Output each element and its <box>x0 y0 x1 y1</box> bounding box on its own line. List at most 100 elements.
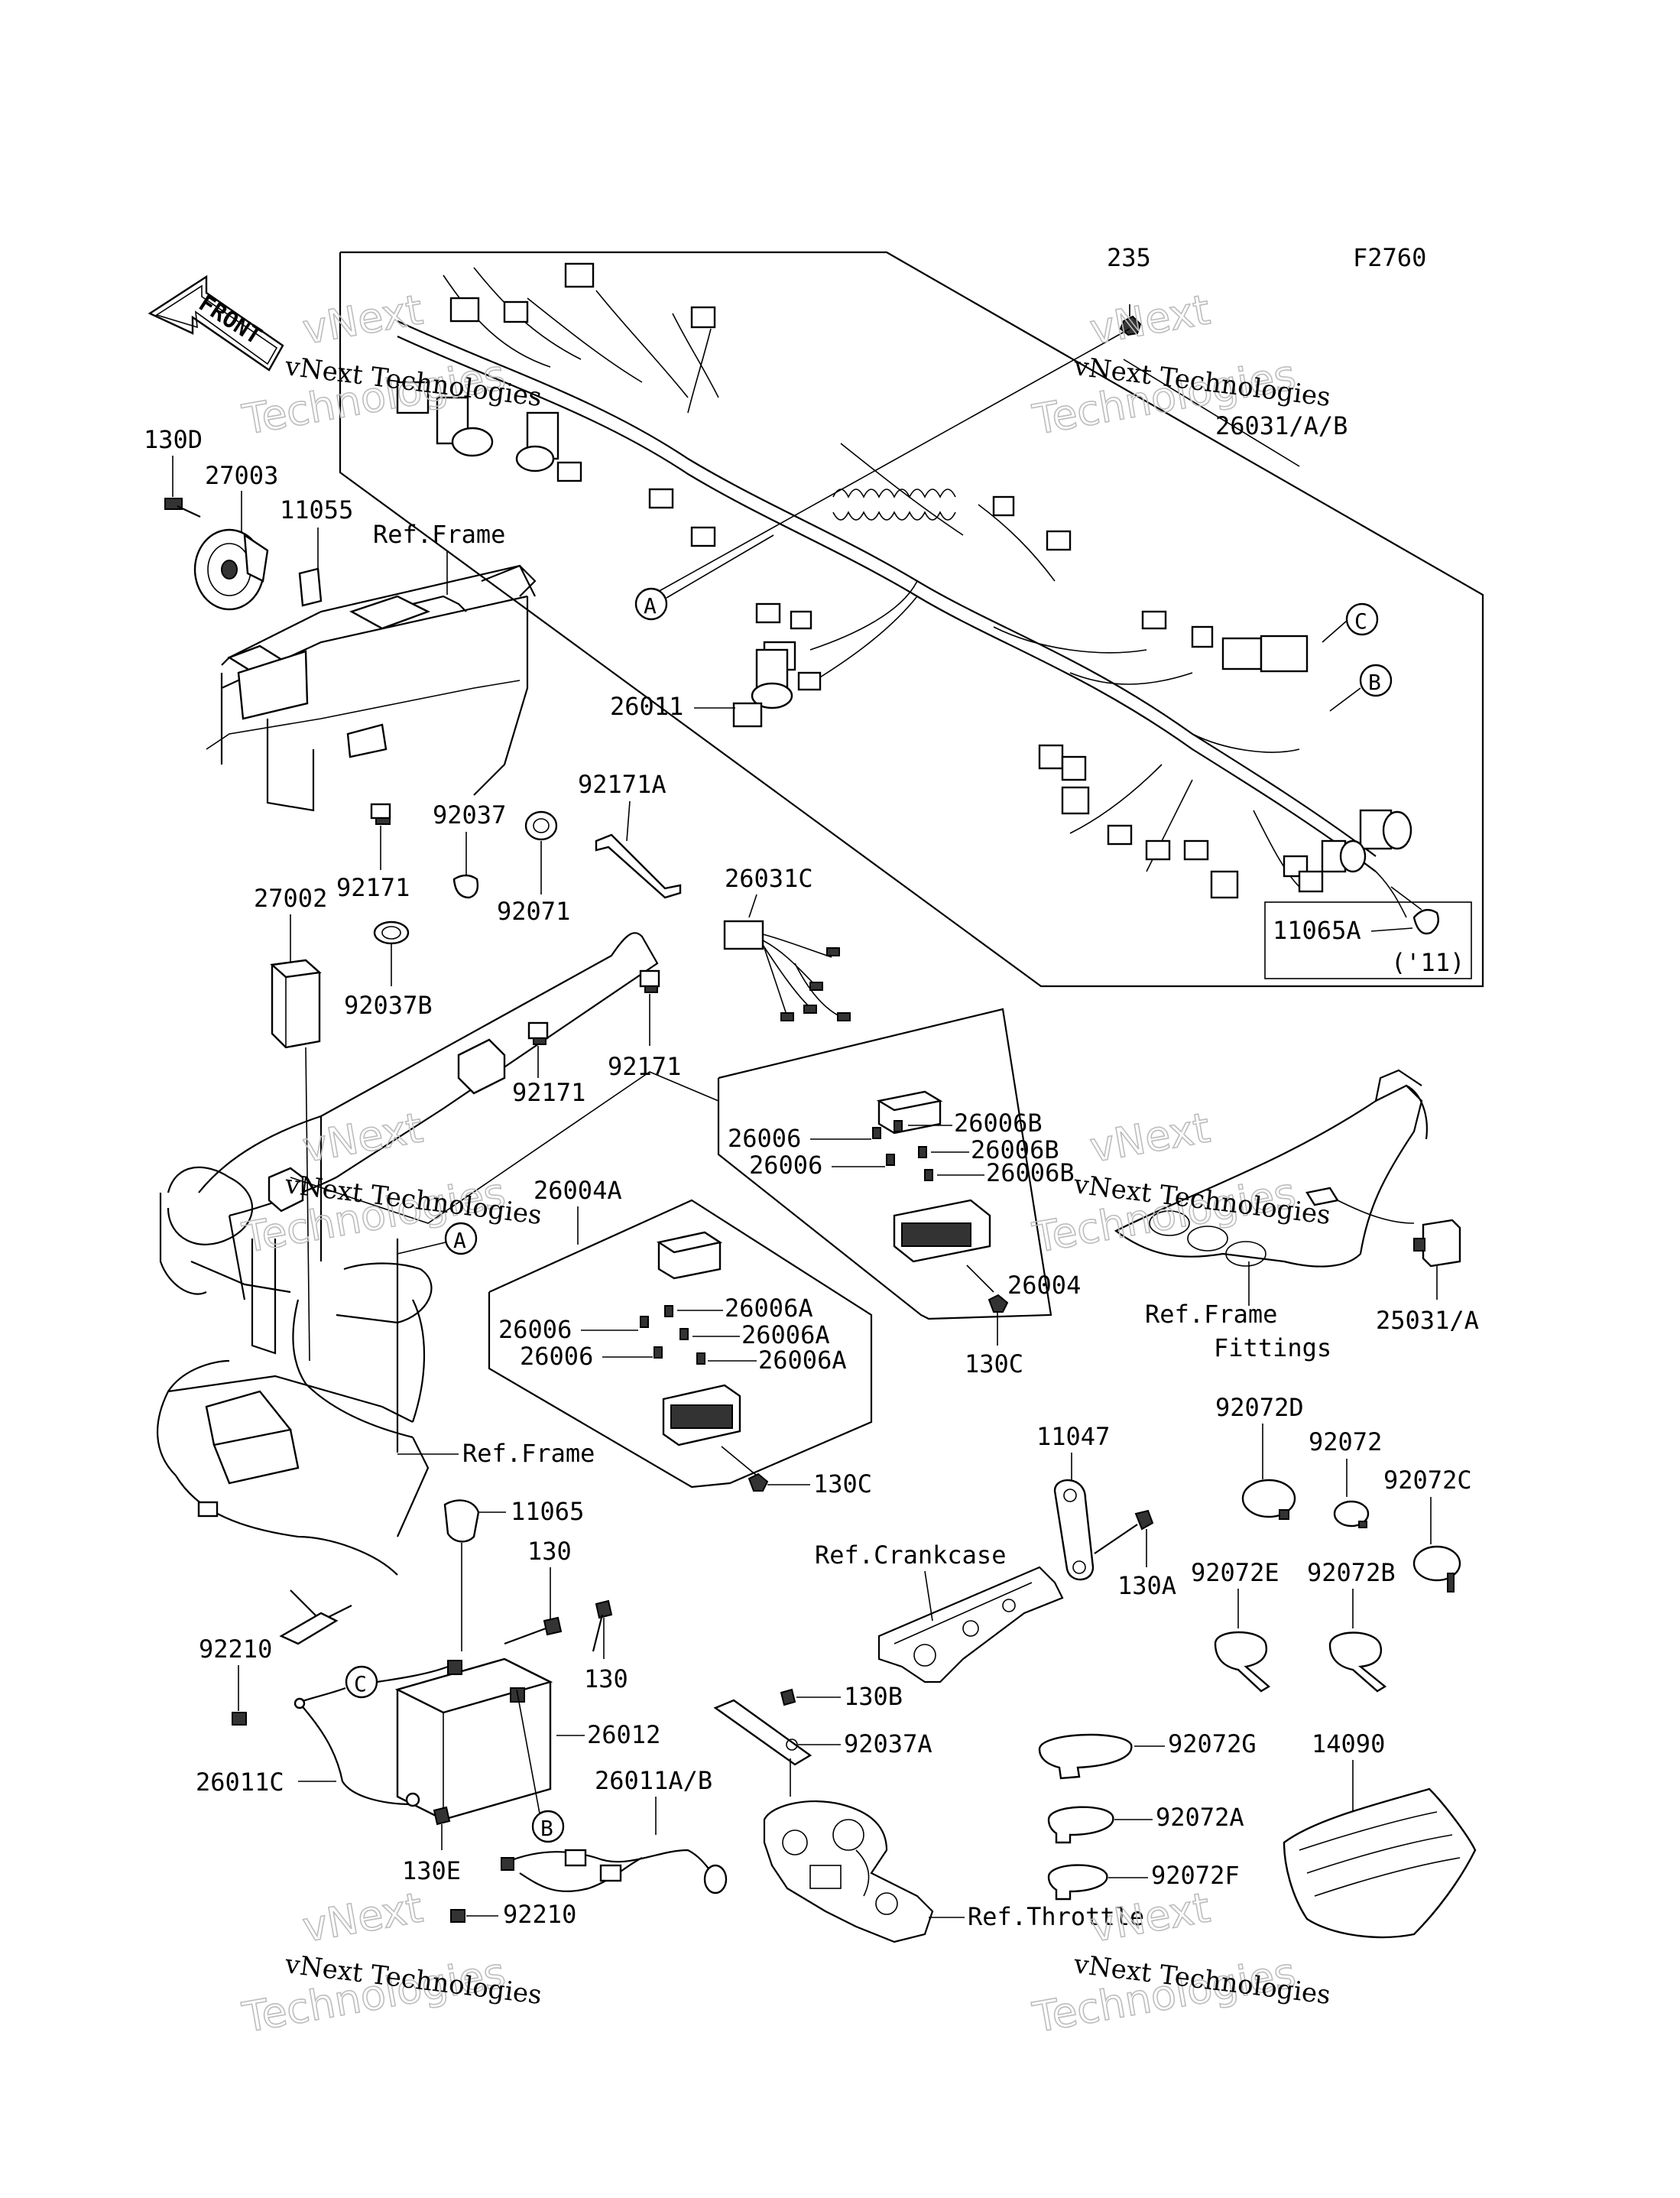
svg-text:A: A <box>644 593 657 618</box>
fusebox-26004A-frame <box>488 1199 873 1489</box>
strap-92037A-icon <box>713 1699 841 1766</box>
label-92072E: 92072E <box>1191 1558 1279 1587</box>
label-26011C: 26011C <box>196 1768 284 1797</box>
bolt-130D-icon <box>164 456 201 518</box>
callout-a-top: A <box>634 534 774 621</box>
bolt-130A-icon <box>1094 1509 1154 1567</box>
harness-coil-icon <box>832 489 956 521</box>
fusebox-26004-base-icon <box>893 1199 994 1293</box>
label-130B: 130B <box>844 1682 903 1711</box>
label-26012: 26012 <box>587 1720 660 1749</box>
svg-text:A: A <box>453 1228 466 1253</box>
label-ref-frame-fittings-2: Fittings <box>1214 1333 1331 1362</box>
label-130-top: 130 <box>527 1537 572 1566</box>
label-130C-upper: 130C <box>965 1349 1023 1378</box>
callout-c-top: C <box>1322 602 1379 643</box>
label-130D: 130D <box>144 425 203 454</box>
label-26006-left1: 26006 <box>498 1315 572 1344</box>
label-26006-left3: 26006 <box>520 1342 593 1371</box>
svg-text:vNext: vNext <box>1086 1883 1213 1951</box>
frame-top-left-drawing <box>206 564 537 812</box>
label-26006A-left2: 26006A <box>741 1320 830 1349</box>
label-130-bottom: 130 <box>584 1664 628 1693</box>
svg-text:B: B <box>1368 670 1381 695</box>
battery-26012-icon <box>394 1657 585 1821</box>
label-92037A: 92037A <box>844 1729 932 1758</box>
bolt-130C-lower-icon <box>748 1472 810 1492</box>
label-92072D: 92072D <box>1215 1393 1304 1422</box>
clip-92037B-icon <box>373 920 410 986</box>
fuses-26006-lower-icon <box>640 1305 705 1365</box>
label-26006-row1: 26006 <box>728 1124 801 1153</box>
label-92171A: 92171A <box>578 770 666 799</box>
clamp-92072E-icon <box>1214 1589 1271 1693</box>
label-ref-frame-mid: Ref.Frame <box>462 1439 595 1468</box>
label-92072G: 92072G <box>1168 1729 1257 1758</box>
fusebox-26004A-cover-icon <box>656 1231 723 1280</box>
label-130E: 130E <box>402 1856 461 1885</box>
nut-92210-top-icon <box>232 1665 247 1726</box>
clamp-92072C-icon <box>1412 1497 1461 1592</box>
label-26006A-left3: 26006A <box>758 1346 847 1375</box>
clip-92037-icon <box>452 832 479 899</box>
cable-26011C-icon <box>294 1665 449 1807</box>
label-235: 235 <box>1107 243 1151 272</box>
label-92171-left: 92171 <box>336 873 410 902</box>
svg-text:vNext: vNext <box>299 1883 426 1951</box>
label-ref-throttle: Ref.Throttle <box>968 1902 1144 1931</box>
svg-text:vNext: vNext <box>1086 1103 1213 1171</box>
label-26006B-row3: 26006B <box>986 1158 1075 1187</box>
label-92210-bottom: 92210 <box>503 1900 576 1929</box>
frame-center-drawing <box>157 932 659 1645</box>
svg-text:C: C <box>1354 609 1367 634</box>
svg-text:vNext: vNext <box>299 285 426 353</box>
front-arrow-icon: FRONT <box>148 274 284 372</box>
figure-code: F2760 <box>1353 243 1426 272</box>
label-11055: 11055 <box>280 495 353 524</box>
switch-25031A-icon <box>1413 1219 1461 1300</box>
label-11065: 11065 <box>511 1497 584 1526</box>
label-26006-row3: 26006 <box>749 1151 822 1180</box>
bolt-130C-upper-icon <box>988 1294 1009 1346</box>
fusebox-26004-frame <box>290 1008 1052 1320</box>
clamp-92072G-icon <box>1038 1733 1165 1780</box>
cap-11065-icon <box>443 1499 506 1651</box>
label-92072F: 92072F <box>1151 1861 1240 1890</box>
grommet-92071-icon <box>524 810 558 894</box>
cover-14090-icon <box>1283 1787 1477 1939</box>
horn-icon <box>193 528 269 611</box>
label-26006B-row2: 26006B <box>971 1135 1059 1164</box>
subharness-26031C-icon <box>723 894 851 1021</box>
callout-c-bottom: C <box>345 1665 378 1699</box>
clamp-92072B-icon <box>1328 1589 1387 1693</box>
label-26031C: 26031C <box>725 864 813 893</box>
cap-11065A-icon <box>1370 886 1439 935</box>
bracket-11055-icon <box>298 528 323 607</box>
harness-connectors <box>396 262 1412 899</box>
label-ref-frame-top: Ref.Frame <box>373 520 505 549</box>
label-14090: 14090 <box>1312 1729 1385 1758</box>
label-27003: 27003 <box>205 461 278 490</box>
clamp-92072A-icon <box>1047 1806 1153 1844</box>
nut-92210-bottom-icon <box>450 1909 498 1923</box>
bolt-235-icon <box>649 304 1142 597</box>
callout-b-bottom: B <box>516 1689 565 1843</box>
watermarks: vNext Technologies vNext Technologies vN… <box>238 285 1332 2043</box>
svg-text:vNext: vNext <box>1086 285 1213 353</box>
svg-text:vNext: vNext <box>299 1103 426 1171</box>
label-92171-lower: 92171 <box>512 1078 585 1107</box>
label-11047: 11047 <box>1036 1422 1110 1451</box>
label-26004: 26004 <box>1007 1271 1081 1300</box>
label-92072: 92072 <box>1309 1427 1382 1456</box>
label-26004A: 26004A <box>534 1176 622 1205</box>
fusebox-26004-cover-icon <box>876 1090 943 1135</box>
label-26006B-row1: 26006B <box>954 1109 1043 1138</box>
frame-fittings-drawing <box>1114 1069 1428 1268</box>
callout-b-top: B <box>1329 664 1393 712</box>
cable-26011AB-icon <box>501 1797 728 1894</box>
bolt-130B-icon <box>780 1688 841 1706</box>
bolt-130-bottom-icon <box>592 1599 613 1659</box>
label-92037: 92037 <box>433 800 506 830</box>
label-26011: 26011 <box>610 692 683 721</box>
label-92210-top: 92210 <box>199 1635 272 1664</box>
